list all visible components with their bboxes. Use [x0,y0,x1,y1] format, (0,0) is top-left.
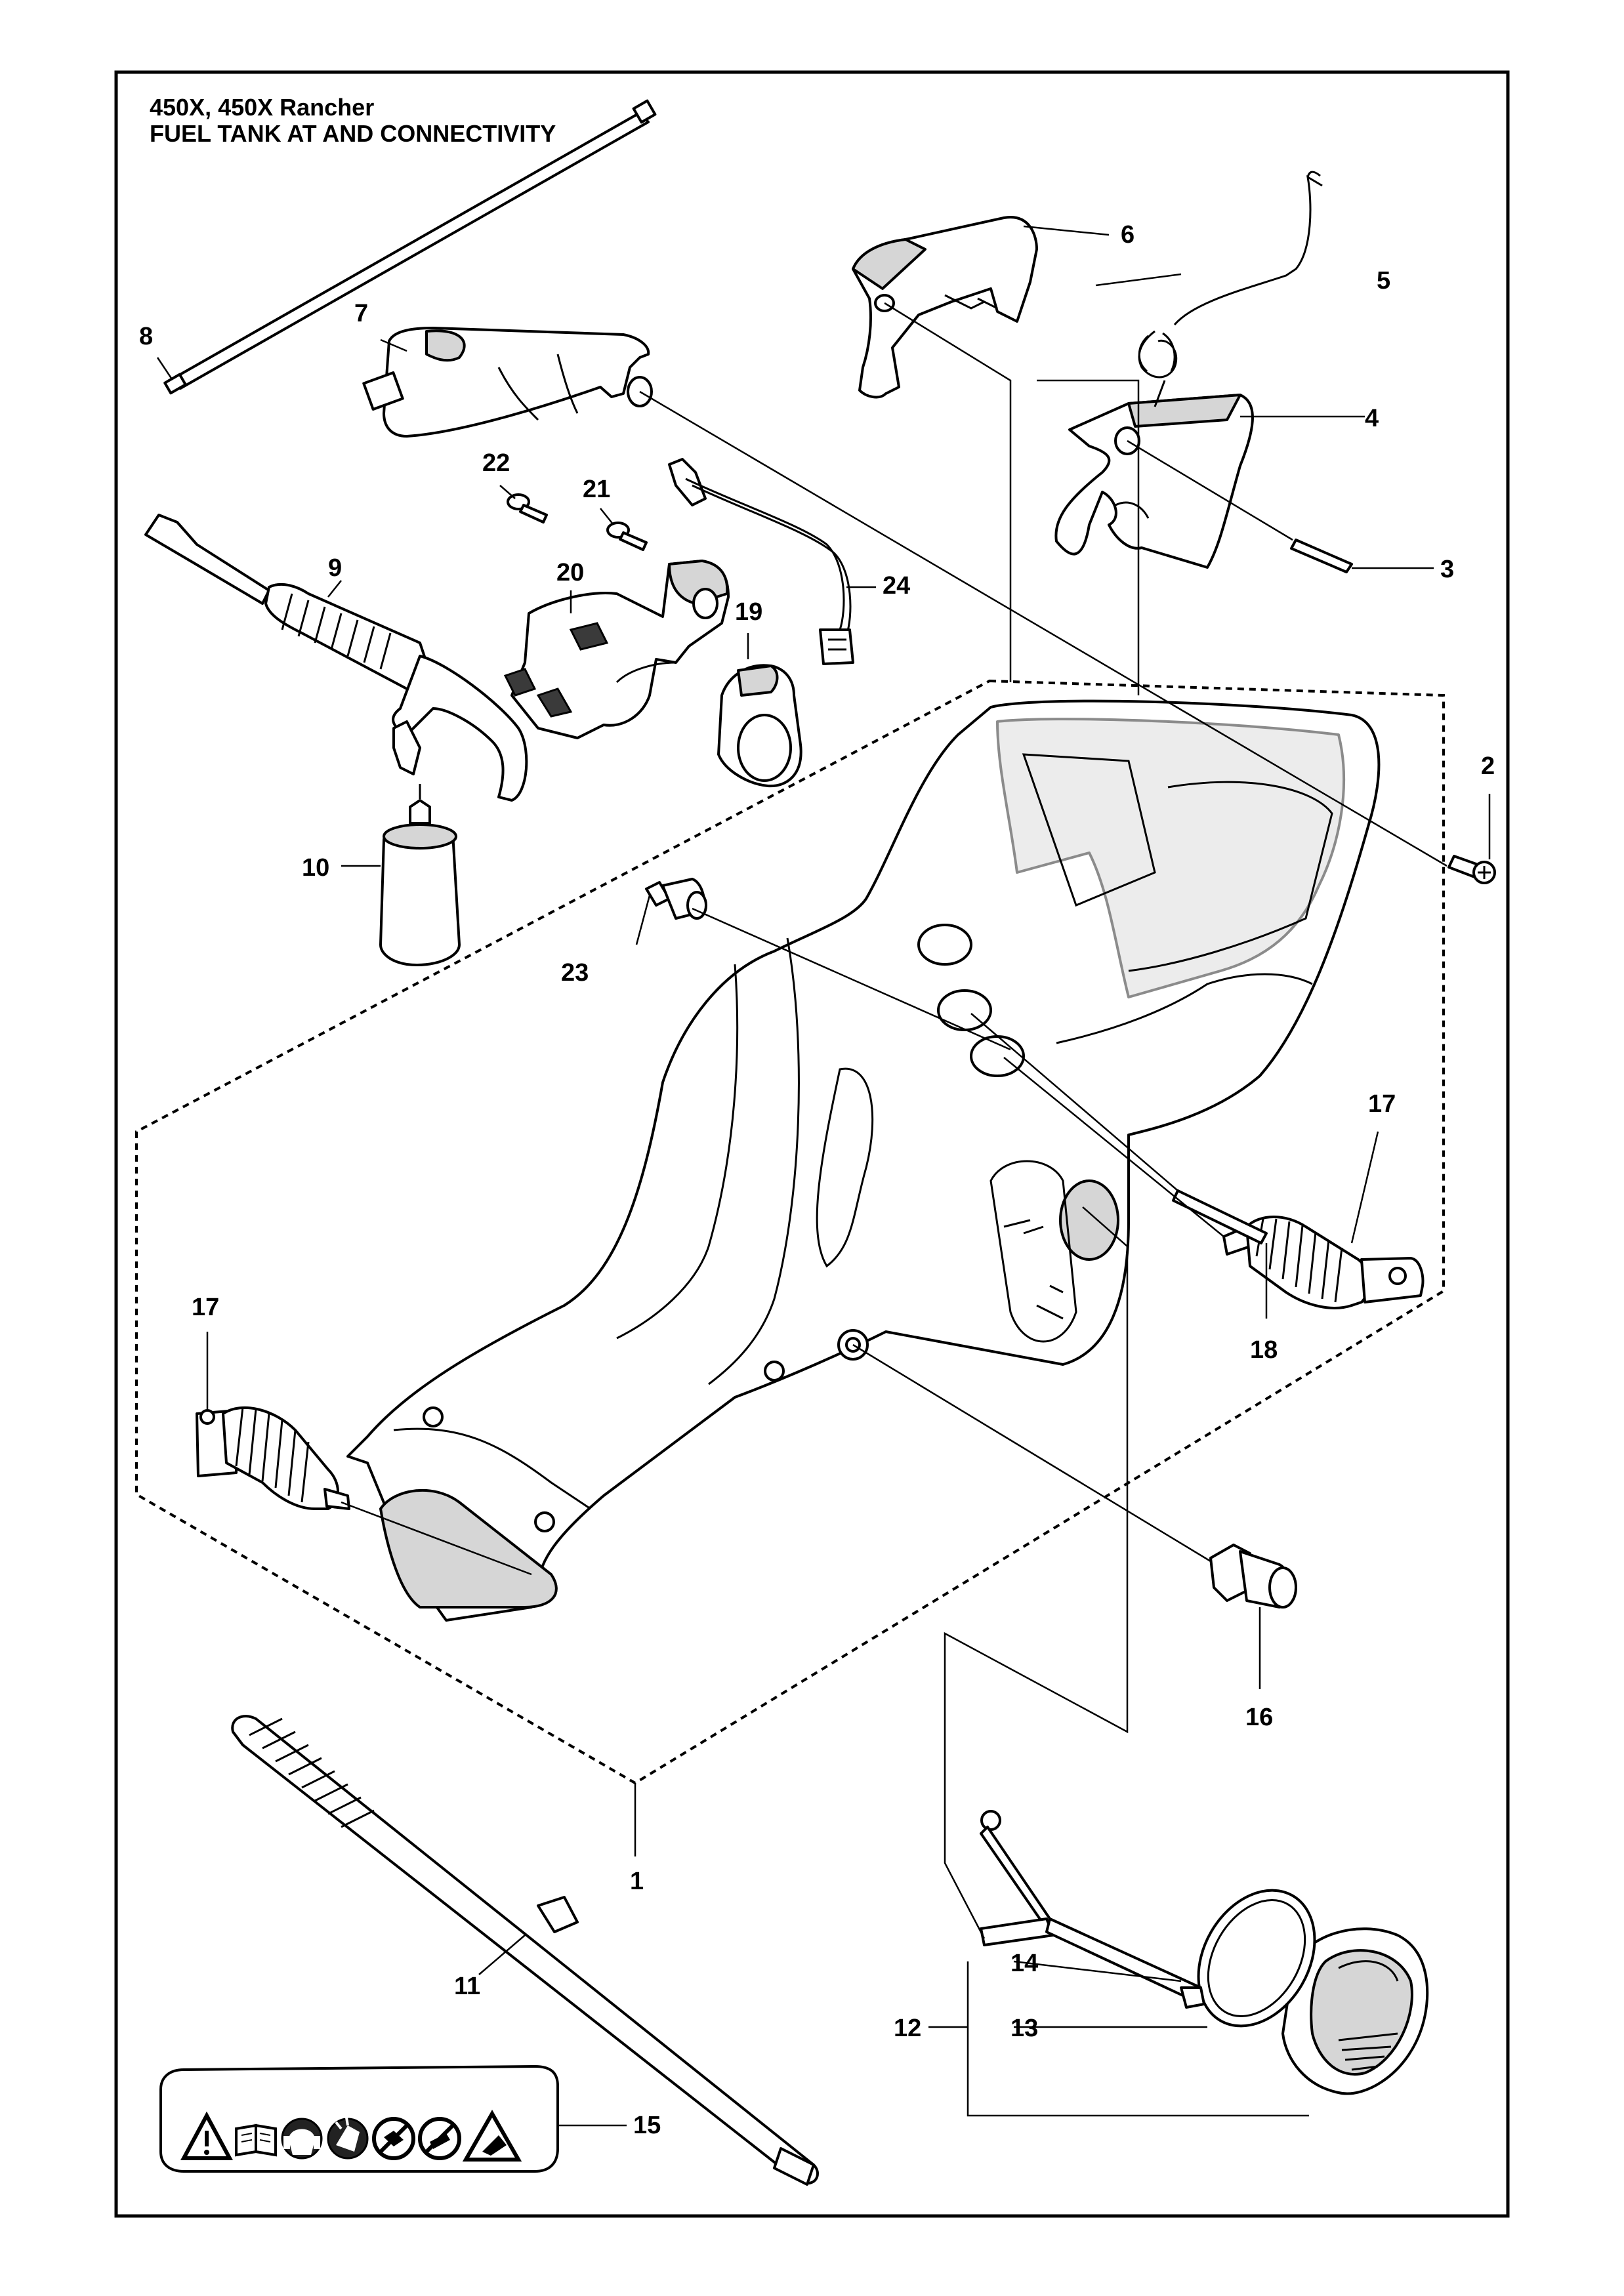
part-8-rod[interactable] [163,99,657,395]
callout-22: 22 [482,449,510,477]
part-5-spring[interactable] [1138,171,1323,407]
leader-lines [156,225,1491,2127]
part-12-fuel-cap[interactable] [1281,1927,1429,2095]
callout-19: 19 [735,598,762,626]
part-21-screw[interactable] [606,522,648,551]
callout-3: 3 [1440,556,1454,583]
callout-labels: 6 5 4 3 2 7 8 9 10 24 19 20 21 22 23 17 … [139,221,1495,2139]
no-one-hand-icon [372,2117,415,2160]
callout-21: 21 [583,476,610,503]
callout-18: 18 [1250,1336,1278,1364]
part-3-pin[interactable] [1290,539,1353,573]
callout-13: 13 [1010,2015,1038,2042]
page-border [114,70,1510,2218]
part-18-pin[interactable] [1172,1189,1268,1244]
callout-5: 5 [1377,267,1390,295]
part-22-screw[interactable] [507,493,548,523]
callout-17-right: 17 [1368,1090,1396,1118]
warning-triangle-icon [180,2111,234,2160]
callout-24: 24 [883,572,910,600]
part-15-safety-decal[interactable] [159,2065,559,2173]
no-kickback-icon [418,2117,461,2160]
part-23-bushing[interactable] [645,878,707,920]
part-6-throttle-lockout[interactable] [852,216,1038,399]
part-13-gasket[interactable] [1175,1870,1339,2047]
part-17-av-spring-left[interactable] [196,1406,350,1510]
part-19-sensor[interactable] [717,664,802,788]
callout-12: 12 [894,2015,921,2042]
callout-1: 1 [630,1868,644,1895]
part-10-fuel-filter[interactable] [379,784,461,966]
callout-8: 8 [139,323,153,350]
model-title: 450X, 450X Rancher [150,94,375,121]
gloves-icon [327,2117,369,2160]
part-14-retainer[interactable] [980,1810,1205,2009]
callout-4: 4 [1365,405,1379,432]
callout-15: 15 [633,2112,661,2139]
part-7-top-cover[interactable] [362,327,653,438]
callout-23: 23 [561,959,589,987]
callout-9: 9 [328,554,342,582]
callout-16: 16 [1245,1704,1273,1731]
callout-7: 7 [354,300,368,327]
manual-book-icon [235,2123,277,2157]
callout-6: 6 [1121,221,1135,249]
kickback-warning-icon [462,2109,522,2162]
part-17-av-spring-right[interactable] [1222,1216,1425,1309]
callout-2: 2 [1481,752,1495,780]
callout-10: 10 [302,854,329,882]
section-title: FUEL TANK AT AND CONNECTIVITY [150,120,556,147]
callout-20: 20 [556,559,584,586]
fuel-tank-rear-handle[interactable] [346,699,1381,1622]
part-11-hose[interactable] [231,1715,819,2186]
part-20-module-holder[interactable] [503,560,730,739]
callout-11: 11 [454,1973,480,2000]
part-4-throttle-trigger[interactable] [1054,394,1254,569]
part-2-screw[interactable] [1447,855,1496,884]
callout-14: 14 [1010,1950,1038,1977]
hearing-eye-protection-icon [281,2118,323,2160]
part-16-nipple[interactable] [1209,1544,1297,1609]
part-24-wire-harness[interactable] [668,458,854,665]
callout-17-left: 17 [192,1294,219,1321]
part-9-fuel-hose[interactable] [144,514,528,802]
